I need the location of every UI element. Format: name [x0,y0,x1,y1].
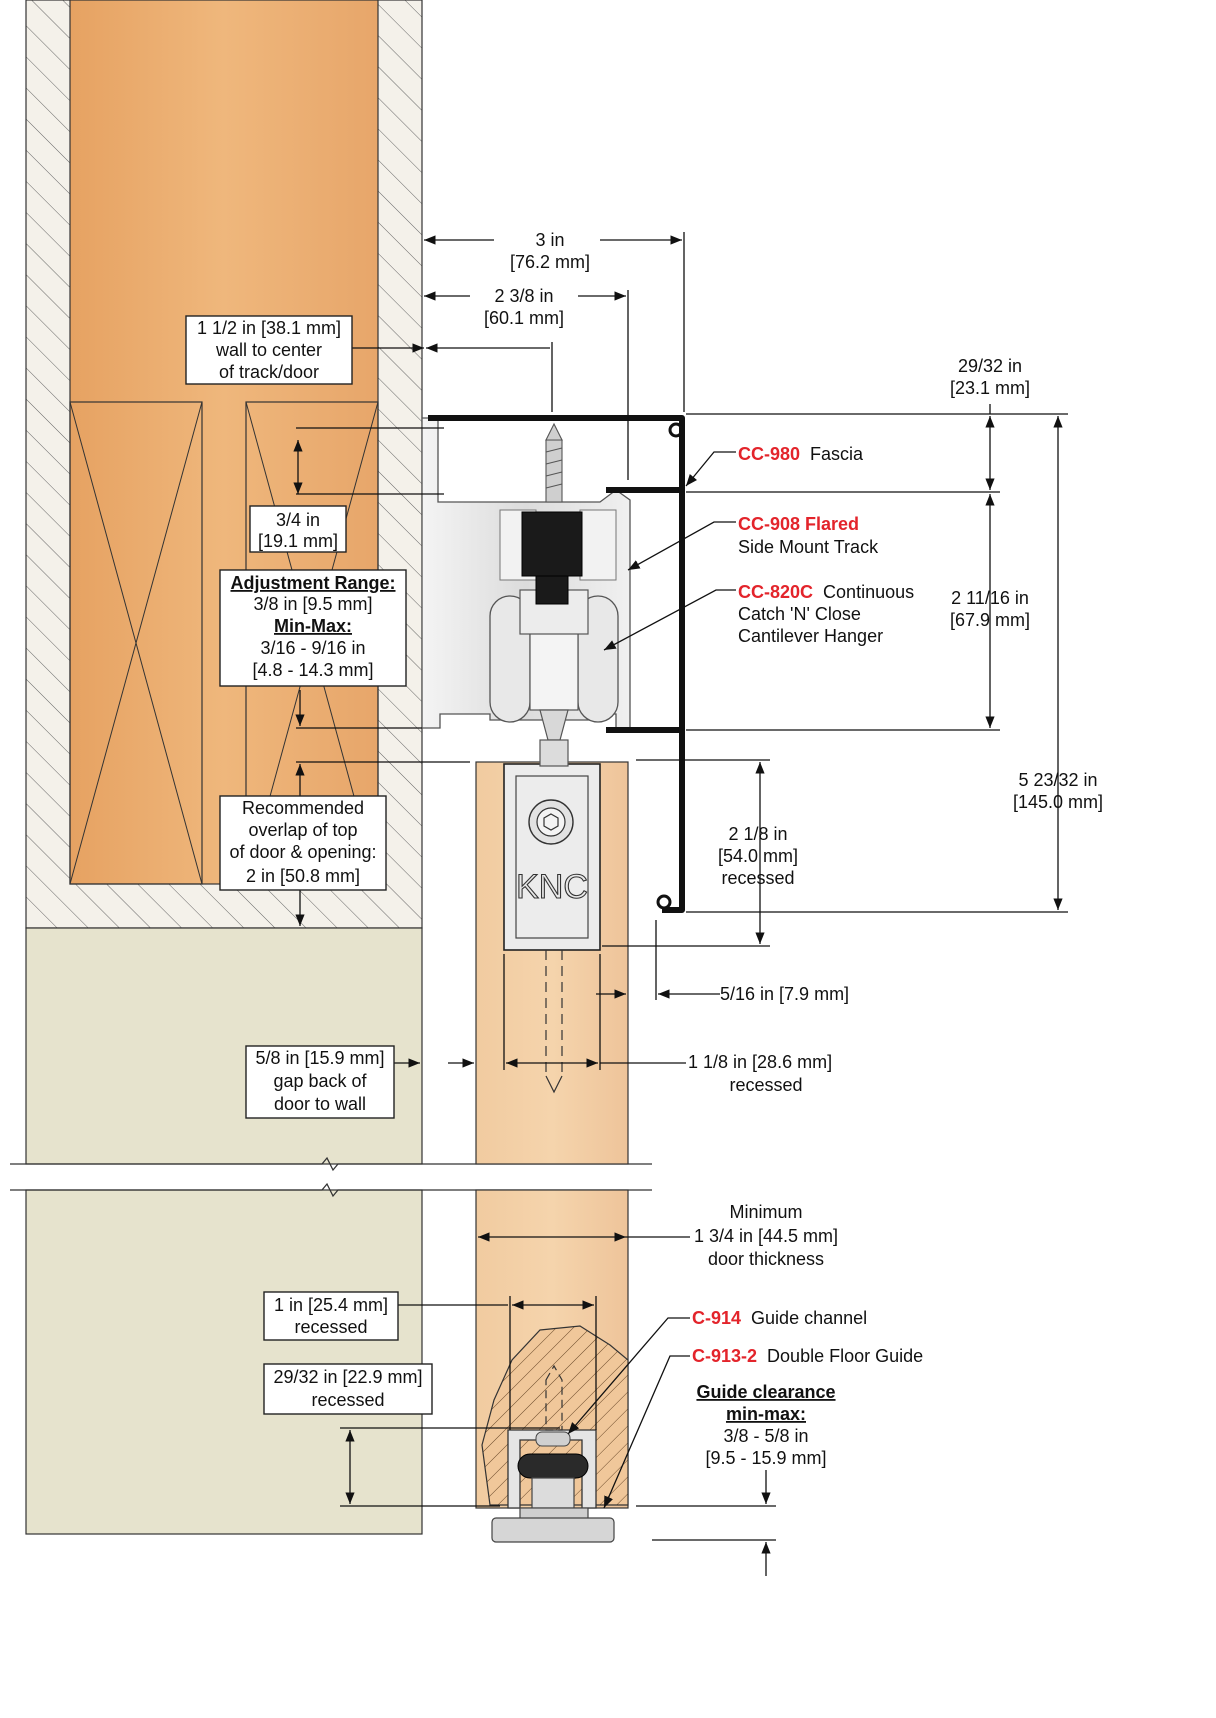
dim-238-mm: [60.1 mm] [484,308,564,328]
hanger-name-3: Cantilever Hanger [738,626,883,646]
overlap-line1: Recommended [242,798,364,818]
adjustment-title: Adjustment Range: [230,573,395,593]
dim-52332-mm: [145.0 mm] [1013,792,1103,812]
hanger-name-1: Continuous [823,582,914,602]
dim-34: 3/4 in [276,510,320,530]
dim-218-recessed: recessed [721,868,794,888]
wall-center-line3: of track/door [219,362,319,382]
min-line2: 1 3/4 in [44.5 mm] [694,1226,838,1246]
guide-channel [507,1429,597,1509]
hanger-plate: KNC [503,763,601,1094]
dim-21116-mm: [67.9 mm] [950,610,1030,630]
guide-value-mm: [9.5 - 15.9 mm] [705,1448,826,1468]
floor-guide [491,1364,615,1543]
adjustment-box [219,569,407,687]
dim-3in-mm: [76.2 mm] [510,252,590,272]
overlap-line2: overlap of top [248,820,357,840]
track-name: Side Mount Track [738,537,879,557]
dim-238: 2 3/8 in [494,286,553,306]
channel-name: Guide channel [751,1308,867,1328]
dim-2932-top-mm: [23.1 mm] [950,378,1030,398]
guide-value: 3/8 - 5/8 in [723,1426,808,1446]
dimension-labels: 3 in [76.2 mm] 2 3/8 in [60.1 mm] 1 1/2 … [197,230,1103,1468]
minmax-title: Min-Max: [274,616,352,636]
wall-center-line1: 1 1/2 in [38.1 mm] [197,318,341,338]
fascia-label: CC-980 Fascia [738,444,864,464]
wall-center-box [185,315,353,385]
hanger-name-2: Catch 'N' Close [738,604,861,624]
overlap-line3: of door & opening: [229,842,376,862]
drywall-lower [25,1189,423,1535]
fascia [428,415,685,913]
guide-minmax-title: min-max: [726,1404,806,1424]
twenty-nine-box [263,1363,433,1415]
hanger-code: CC-820C [738,582,813,602]
dim-516: 5/16 in [7.9 mm] [720,984,849,1004]
track-code: CC-908 Flared [738,514,859,534]
dim-218-mm: [54.0 mm] [718,846,798,866]
dimension-lines [293,232,1068,1576]
guide-name: Double Floor Guide [767,1346,923,1366]
dim-1in: 1 in [25.4 mm] [274,1295,388,1315]
one-inch-box [263,1291,399,1341]
min-line1: Minimum [729,1202,802,1222]
minmax-value: 3/16 - 9/16 in [260,638,365,658]
blocking-left [69,401,203,885]
hanger-label: CC-820C Continuous [738,582,914,602]
minmax-mm: [4.8 - 14.3 mm] [252,660,373,680]
dim-52332: 5 23/32 in [1018,770,1097,790]
wall-center-line2: wall to center [215,340,322,360]
channel-label: C-914 Guide channel [692,1308,867,1328]
channel-code: C-914 [692,1308,741,1328]
gap-line3: door to wall [274,1094,366,1114]
dim-218: 2 1/8 in [728,824,787,844]
wood-header [69,0,379,885]
guide-code: C-913-2 [692,1346,757,1366]
dim-34-mm: [19.1 mm] [258,531,338,551]
dim-21116: 2 11/16 in [951,588,1029,608]
gap-line1: 5/8 in [15.9 mm] [255,1048,384,1068]
dim-2932-bot-recessed: recessed [311,1390,384,1410]
dim-2932-top: 29/32 in [958,356,1022,376]
knc-logo: KNC [516,868,588,906]
fascia-code: CC-980 [738,444,800,464]
overlap-box [219,795,387,891]
min-line3: door thickness [708,1249,824,1269]
fascia-name: Fascia [810,444,864,464]
dim-118-recessed: recessed [729,1075,802,1095]
adjustment-value: 3/8 in [9.5 mm] [253,594,372,614]
dim-1in-recessed: recessed [294,1317,367,1337]
dim-2932-bot: 29/32 in [22.9 mm] [273,1367,422,1387]
three-quarter-box [249,505,347,553]
side-mount-track [421,417,631,767]
dim-3in: 3 in [535,230,564,250]
dim-118: 1 1/8 in [28.6 mm] [688,1052,832,1072]
gap-line2: gap back of [273,1071,367,1091]
guide-label: C-913-2 Double Floor Guide [692,1346,923,1366]
guide-clearance-title: Guide clearance [696,1382,835,1402]
part-labels: CC-980 Fascia CC-908 Flared Side Mount T… [692,444,923,1366]
overlap-line4: 2 in [50.8 mm] [246,866,360,886]
break-lines [10,1156,652,1198]
gap-box [245,1045,395,1119]
